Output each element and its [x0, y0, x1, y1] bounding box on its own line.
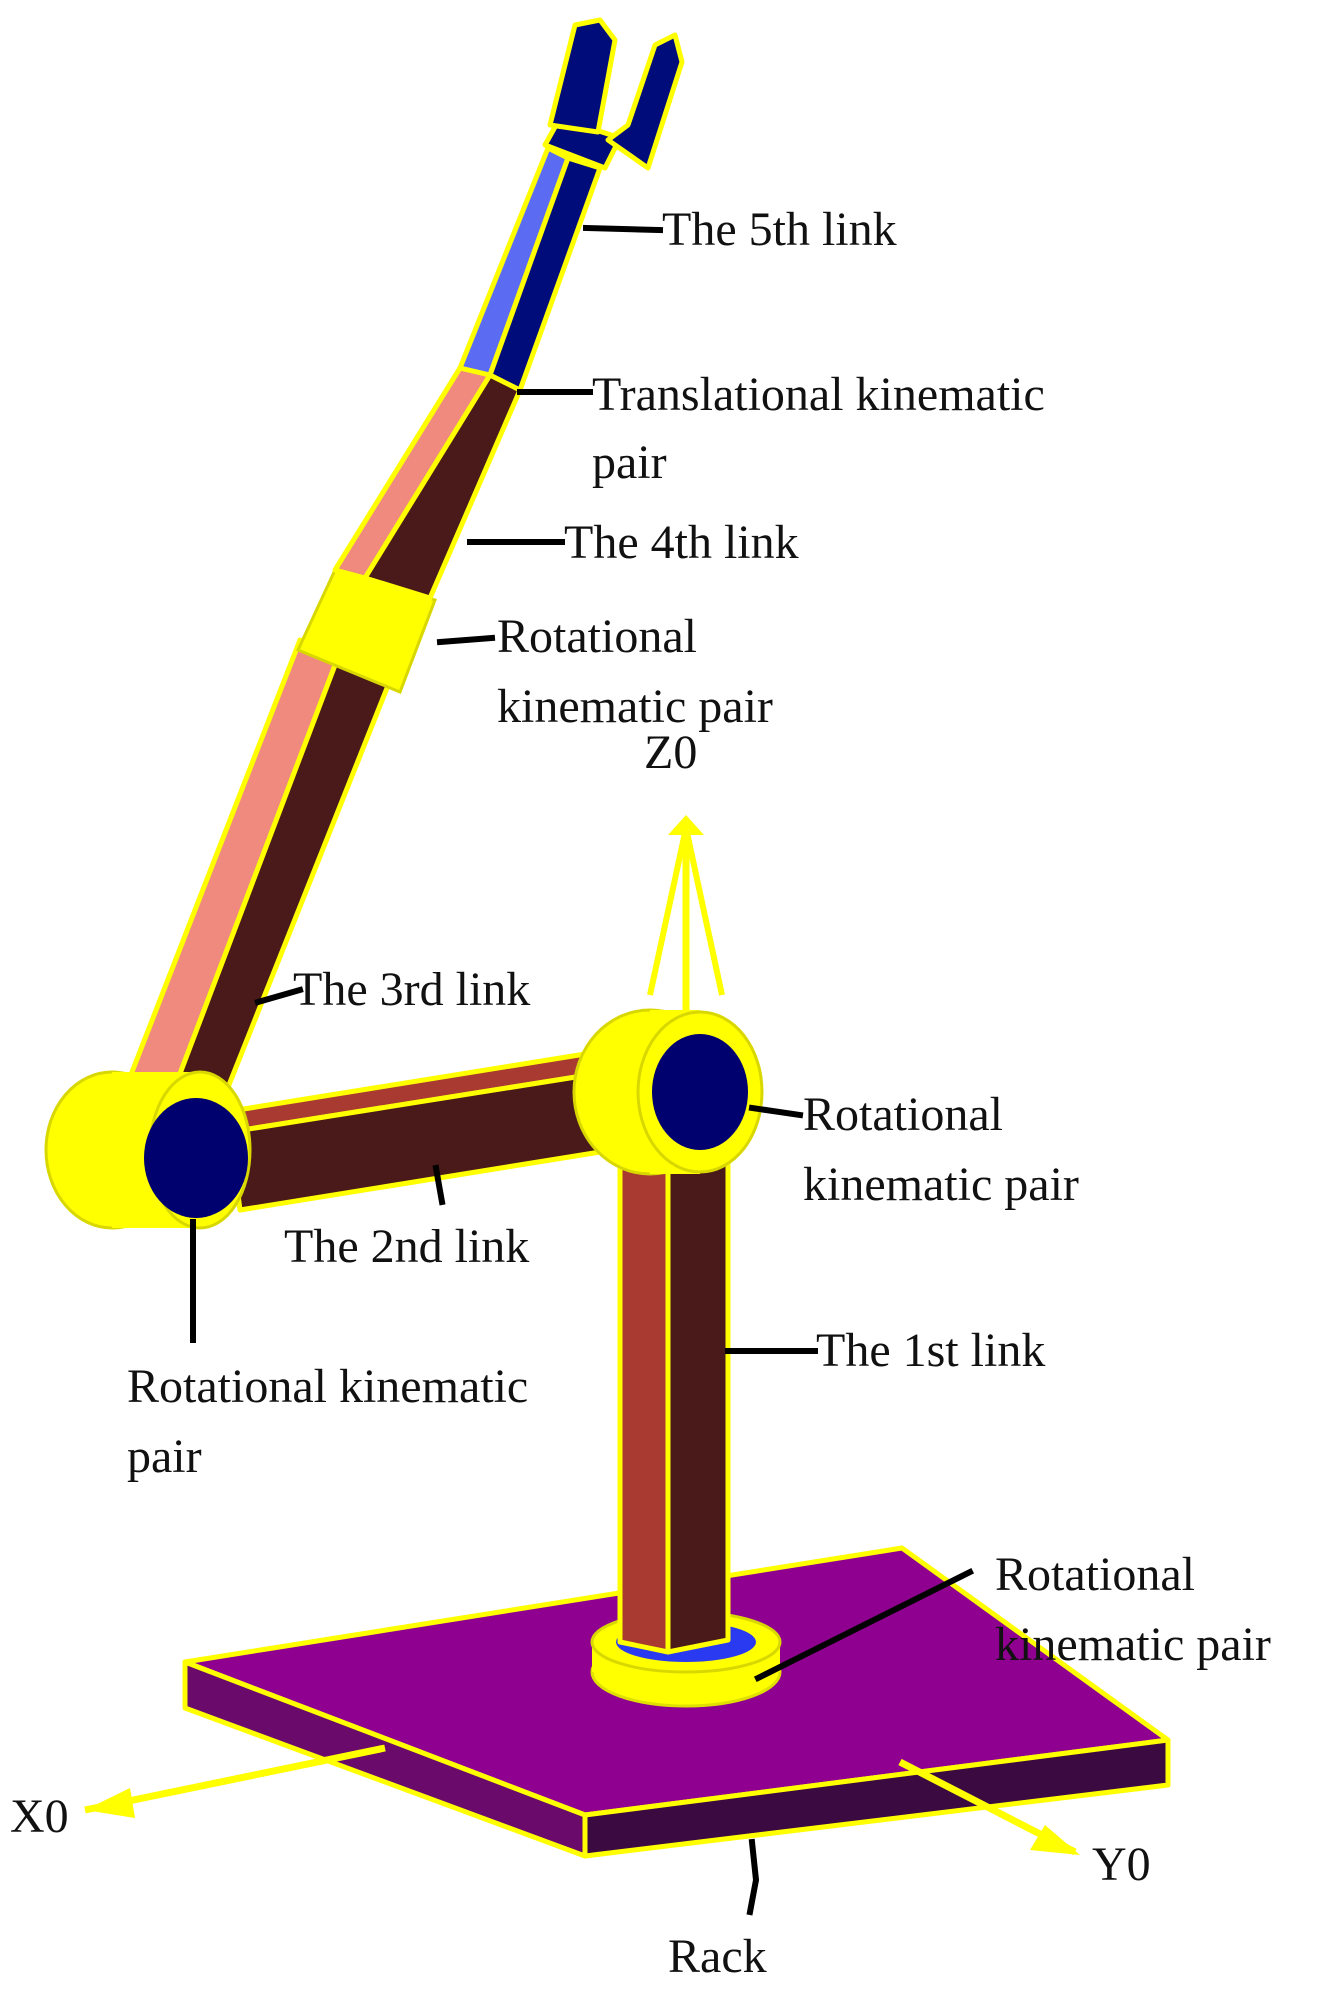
- leader-upper-joint: [436, 634, 496, 646]
- label-rack: Rack: [668, 1930, 767, 1983]
- right-joint-face: [652, 1034, 748, 1150]
- label-z-axis: Z0: [644, 726, 697, 779]
- leader-right-joint: [748, 1104, 804, 1119]
- link-4: [332, 365, 523, 601]
- x-axis-arrow: [84, 1744, 386, 1818]
- link-1-right-face: [665, 1157, 731, 1655]
- link-1-left-face: [617, 1157, 671, 1655]
- label-link4: The 4th link: [564, 516, 799, 569]
- label-link3: The 3rd link: [293, 963, 530, 1016]
- left-rotational-joint: [44, 1070, 252, 1230]
- leader-link5: [582, 224, 664, 234]
- link-3: [122, 637, 398, 1123]
- label-left-joint-1: Rotational kinematic: [127, 1360, 528, 1413]
- gripper: [542, 17, 685, 171]
- label-link1: The 1st link: [816, 1324, 1045, 1377]
- rack-right-side: [582, 1737, 1171, 1859]
- leader-link3: [254, 986, 304, 1006]
- label-translational-1: Translational kinematic: [592, 368, 1045, 421]
- gripper-finger-right: [605, 32, 685, 171]
- leader-rack: [746, 1838, 760, 1916]
- label-right-joint-1: Rotational: [803, 1088, 1003, 1141]
- y-axis-arrow: [898, 1758, 1080, 1856]
- label-base-joint-2: kinematic pair: [995, 1618, 1271, 1671]
- link-1: [617, 1157, 731, 1655]
- label-base-joint-1: Rotational: [995, 1548, 1195, 1601]
- leader-lines: [190, 224, 975, 1916]
- label-link5: The 5th link: [662, 203, 897, 256]
- label-right-joint-2: kinematic pair: [803, 1158, 1079, 1211]
- link-5: [457, 145, 603, 393]
- label-upper-joint-2: kinematic pair: [497, 680, 773, 733]
- label-y-axis: Y0: [1092, 1838, 1151, 1891]
- label-upper-joint-1: Rotational: [497, 610, 697, 663]
- gripper-finger-left: [547, 17, 618, 135]
- upper-rotational-joint: [295, 568, 437, 694]
- z-axis-arrow: [647, 815, 725, 1040]
- right-rotational-joint: [572, 1008, 764, 1176]
- label-link2: The 2nd link: [284, 1220, 529, 1273]
- link-2: [222, 1047, 628, 1213]
- label-translational-2: pair: [592, 436, 667, 489]
- leader-link2: [432, 1164, 446, 1206]
- label-x-axis: X0: [10, 1790, 69, 1843]
- left-joint-face: [144, 1098, 248, 1218]
- text-labels: The 5th link Translational kinematic pai…: [10, 203, 1271, 1983]
- label-left-joint-2: pair: [127, 1430, 202, 1483]
- leader-base-joint: [753, 1567, 975, 1683]
